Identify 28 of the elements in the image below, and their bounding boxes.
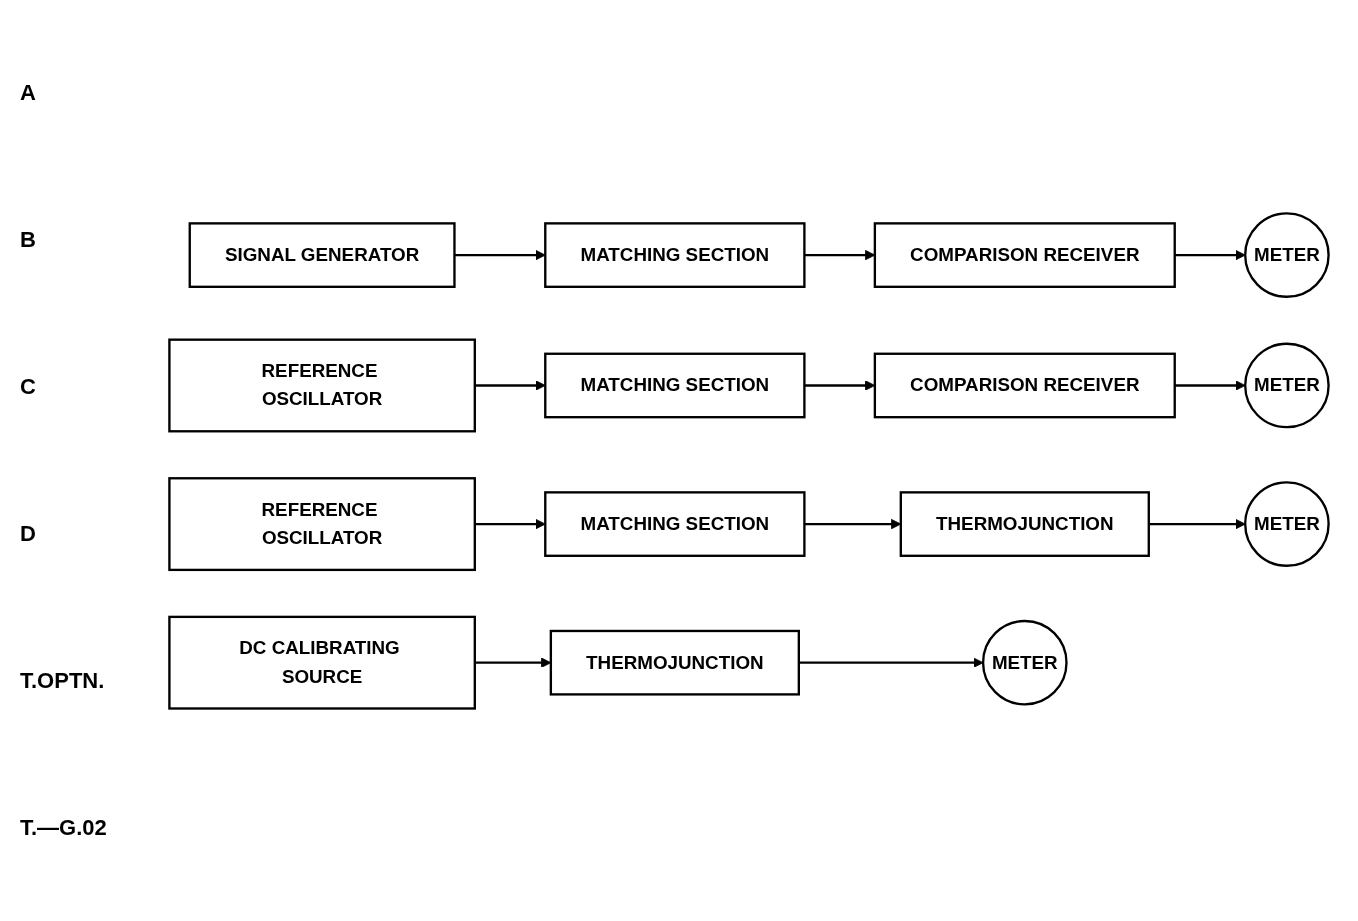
arrow	[1174, 249, 1246, 260]
node-circle: METER	[981, 619, 1068, 706]
row-label: D	[20, 520, 37, 547]
node-box: MATCHING SECTION	[544, 490, 806, 557]
node-box: THERMOJUNCTION	[899, 490, 1150, 557]
arrow	[1148, 518, 1246, 529]
arrow	[798, 657, 984, 668]
node-box: DC CALIBRATING SOURCE	[168, 615, 476, 710]
node-circle: METER	[1244, 480, 1330, 567]
node-box: COMPARISON RECEIVER	[873, 352, 1176, 418]
arrow	[454, 249, 546, 260]
node-box: REFERENCE OSCILLATOR	[168, 476, 476, 571]
node-box: MATCHING SECTION	[544, 221, 806, 288]
row-label: T.OPTN.	[20, 667, 106, 694]
node-circle: METER	[1244, 211, 1330, 298]
node-circle: METER	[1244, 342, 1330, 428]
arrow	[474, 379, 546, 391]
row-label: B	[20, 227, 37, 254]
row-label: A	[20, 80, 37, 107]
row-label: T.—G.02	[20, 814, 108, 841]
node-box: MATCHING SECTION	[544, 352, 806, 418]
arrow	[474, 518, 546, 529]
node-box: COMPARISON RECEIVER	[873, 221, 1176, 288]
arrow	[1174, 379, 1246, 391]
row-label: C	[20, 374, 37, 401]
node-box: THERMOJUNCTION	[549, 629, 800, 696]
node-box: REFERENCE OSCILLATOR	[168, 338, 476, 432]
node-box: SIGNAL GENERATOR	[188, 221, 456, 288]
